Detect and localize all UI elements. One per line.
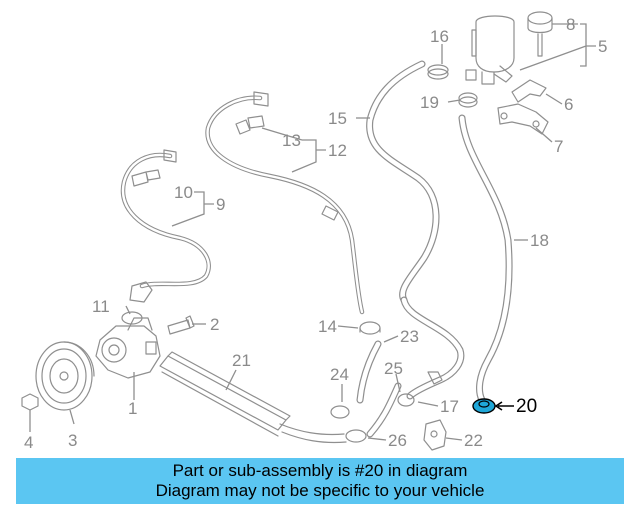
line-17 <box>400 296 465 400</box>
pump-1 <box>95 317 161 379</box>
clamp-26 <box>345 429 367 443</box>
bolt-4 <box>21 393 39 411</box>
callout-15: 15 <box>328 109 347 128</box>
fitting-17 <box>427 371 443 385</box>
callout-19: 19 <box>420 93 439 112</box>
callout-23: 23 <box>400 327 419 346</box>
callout-3: 3 <box>68 431 77 450</box>
pressure-line-9 <box>120 149 211 303</box>
bolt-2 <box>167 315 195 335</box>
pulley-3 <box>35 341 95 411</box>
callout-1: 1 <box>128 399 137 418</box>
callout-6: 6 <box>564 95 573 114</box>
hose-18 <box>458 114 513 404</box>
callout-10: 10 <box>174 183 193 202</box>
info-banner: Part or sub-assembly is #20 in diagram D… <box>16 458 624 504</box>
callout-26: 26 <box>388 431 407 450</box>
clamp-25 <box>397 393 415 407</box>
callout-16: 16 <box>430 27 449 46</box>
leader-lines <box>29 23 596 441</box>
callout-22: 22 <box>464 431 483 450</box>
callout-5: 5 <box>598 37 607 56</box>
hose-23 <box>356 340 382 404</box>
cap-8 <box>527 11 553 57</box>
callout-14: 14 <box>318 317 337 336</box>
callout-24: 24 <box>330 365 349 384</box>
pressure-line-12 <box>205 91 365 315</box>
callout-12: 12 <box>328 141 347 160</box>
clamp-19 <box>458 92 478 108</box>
reservoir-5 <box>465 15 515 85</box>
parts-diagram: 1 2 3 4 5 6 7 8 9 10 11 12 13 14 15 16 1… <box>21 11 607 452</box>
clamp-14 <box>359 321 381 335</box>
cooler-21 <box>159 351 347 444</box>
part-20-highlighted[interactable] <box>472 398 496 414</box>
callout-7: 7 <box>554 137 563 156</box>
callout-9: 9 <box>216 195 225 214</box>
bracket-22 <box>423 419 447 451</box>
callout-18: 18 <box>530 231 549 250</box>
hose-15 <box>366 60 440 304</box>
hose-26 <box>366 382 402 438</box>
callout-13: 13 <box>282 131 301 150</box>
callout-25: 25 <box>384 359 403 378</box>
bracket-6 <box>511 79 547 103</box>
clamp-24 <box>330 405 350 419</box>
callout-8: 8 <box>566 15 575 34</box>
seal-11 <box>121 311 143 325</box>
clamp-16 <box>427 64 449 80</box>
callout-4: 4 <box>24 433 33 452</box>
callout-11: 11 <box>92 297 110 316</box>
banner-line-part-number: Part or sub-assembly is #20 in diagram <box>172 461 468 480</box>
callout-21: 21 <box>232 351 251 370</box>
callout-2: 2 <box>210 315 219 334</box>
callout-20[interactable]: 20 <box>516 396 537 417</box>
banner-line-disclaimer: Diagram may not be specific to your vehi… <box>155 481 485 500</box>
bracket-7 <box>497 103 549 135</box>
callout-17: 17 <box>440 397 459 416</box>
